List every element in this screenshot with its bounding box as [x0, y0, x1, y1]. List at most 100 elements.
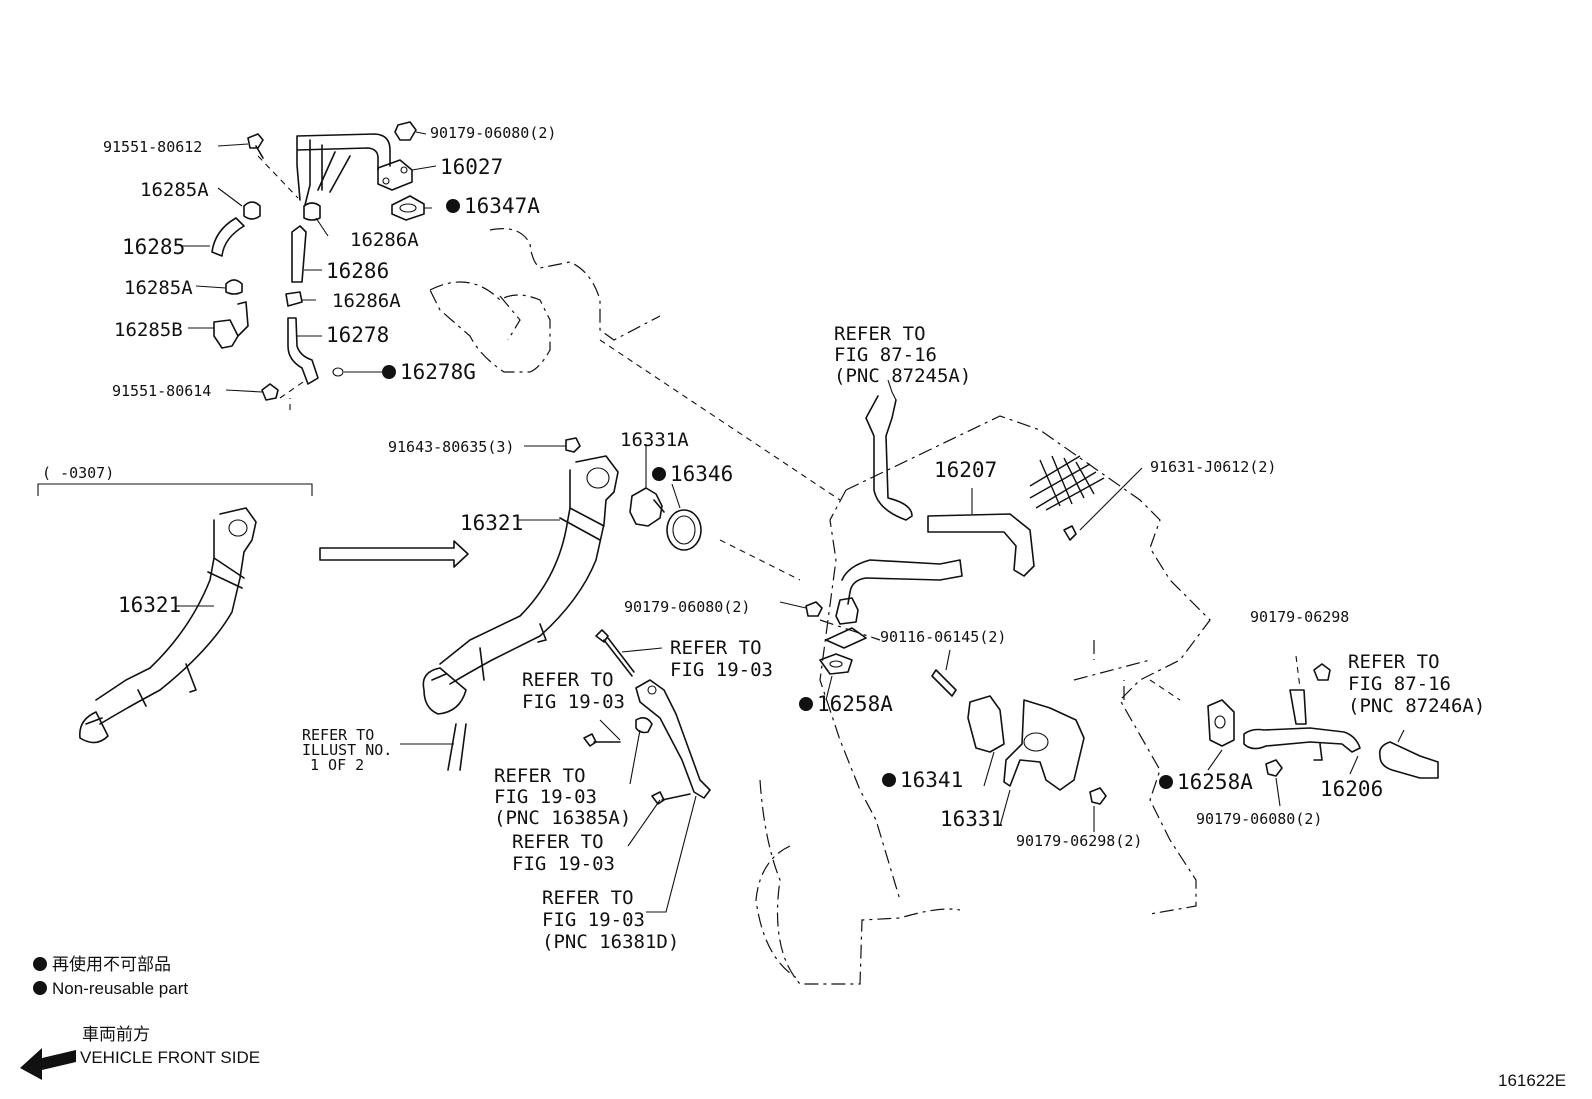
- label-16286a-top: 16286A: [350, 229, 419, 251]
- label-16206: 16206: [1320, 777, 1383, 801]
- non-reusable-dot: [652, 467, 666, 481]
- label-refer-19-03-d-1: REFER TO: [512, 831, 604, 853]
- pipe-16278: [287, 317, 319, 385]
- label-16027: 16027: [440, 155, 503, 179]
- gasket-16346: [666, 509, 702, 551]
- legend: 再使用不可部品 Non-reusable part: [33, 954, 188, 998]
- label-91551-80614: 91551-80614: [112, 382, 211, 400]
- non-reusable-dot: [799, 697, 813, 711]
- engine-ghost-upper: [429, 228, 841, 581]
- label-90179-06080-mid: 90179-06080(2): [624, 598, 750, 616]
- hatch-area: [1029, 455, 1105, 511]
- label-refer-19-03-e-3: (PNC 16381D): [542, 931, 679, 953]
- pipe-16027-drawing: [296, 133, 391, 206]
- label-90116: 90116-06145(2): [880, 628, 1006, 646]
- nut-90179-06298-right: [1313, 663, 1331, 681]
- bracket-16385a: [635, 679, 711, 799]
- engine-block: [755, 415, 1211, 985]
- clamp-16286a-mid: [285, 291, 303, 307]
- label-16285a-top: 16285A: [140, 179, 209, 201]
- legend-en: Non-reusable part: [52, 979, 188, 998]
- bolt-91551-80612: [247, 133, 264, 159]
- stud-90116: [931, 669, 957, 697]
- clamp-small: [635, 716, 653, 734]
- label-91551-80612: 91551-80612: [103, 138, 202, 156]
- label-90179-06298-bottom: 90179-06298(2): [1016, 832, 1142, 850]
- front-jp: 車両前方: [82, 1025, 150, 1044]
- label-91643: 91643-80635(3): [388, 438, 514, 456]
- bracket-group: [583, 629, 711, 913]
- hose-87246a: [1378, 741, 1439, 779]
- bolt-19-03-d: [651, 791, 691, 805]
- label-16278: 16278: [326, 323, 389, 347]
- hose-16285: [211, 217, 245, 257]
- hose-87245a: [865, 395, 913, 521]
- legend-dot-jp: [33, 957, 47, 971]
- bolt-91551-80614: [261, 383, 279, 401]
- label-16285: 16285: [122, 235, 185, 259]
- gasket-16341: [967, 695, 1005, 753]
- label-refer-19-03-e-1: REFER TO: [542, 887, 634, 909]
- gasket-16258a-mid: [819, 653, 853, 675]
- label-refer-87-16-a-1: REFER TO: [834, 323, 926, 345]
- pipe-16321-right-drawing: [422, 455, 619, 715]
- water-outlet-16331: [1003, 699, 1085, 791]
- label-refer-19-03-a-1: REFER TO: [670, 637, 762, 659]
- pipe-end-16207: [825, 597, 867, 649]
- range-bracket: [37, 483, 313, 496]
- label-refer-87-16-b-1: REFER TO: [1348, 651, 1440, 673]
- label-16285b: 16285B: [114, 319, 183, 341]
- label-16341: 16341: [900, 768, 963, 792]
- label-16286: 16286: [326, 259, 389, 283]
- label-16331: 16331: [940, 807, 1003, 831]
- label-16258a-mid: 16258A: [817, 692, 893, 716]
- label-16347a: 16347A: [464, 194, 540, 218]
- bolt-19-03-b: [583, 733, 621, 747]
- label-refer-87-16-b-3: (PNC 87246A): [1348, 695, 1485, 717]
- clamp-16285a-top: [243, 201, 261, 220]
- label-16321-right: 16321: [460, 511, 523, 535]
- label-16286a-mid: 16286A: [332, 290, 401, 312]
- engine-outline: [755, 415, 1211, 985]
- pipe-16321-right-group: [400, 437, 702, 771]
- o-ring-16278g: [332, 367, 344, 377]
- legend-jp: 再使用不可部品: [52, 954, 171, 974]
- label-16321-left: 16321: [118, 593, 181, 617]
- nut-90179-mid: [805, 601, 823, 617]
- pipe-16206: [1243, 689, 1361, 761]
- label-refer-illust-1: REFER TO: [302, 726, 374, 744]
- bolt-long: [595, 629, 635, 677]
- legend-dot-en: [33, 981, 47, 995]
- label-refer-87-16-b-2: FIG 87-16: [1348, 673, 1451, 695]
- label-refer-19-03-a-2: FIG 19-03: [670, 659, 773, 681]
- bypass-pipe-group: [182, 121, 437, 410]
- label-91631: 91631-J0612(2): [1150, 458, 1276, 476]
- non-reusable-dot: [1159, 775, 1173, 789]
- label-refer-19-03-e-2: FIG 19-03: [542, 909, 645, 931]
- thermostat-16331a: [629, 487, 665, 527]
- label-refer-19-03-c-2: FIG 19-03: [494, 786, 597, 808]
- gasket-16347a: [391, 195, 425, 221]
- pipe-16207: [841, 513, 1035, 605]
- non-reusable-dot: [446, 199, 460, 213]
- label-16207: 16207: [934, 458, 997, 482]
- label-range: ( -0307): [42, 464, 114, 482]
- flange-16027: [377, 159, 413, 191]
- nut-90179-06080-bottom: [1265, 759, 1283, 777]
- label-16285a-mid: 16285A: [124, 277, 193, 299]
- label-90179-06080-top: 90179-06080(2): [430, 124, 556, 142]
- bolt-91643: [565, 437, 581, 453]
- label-refer-illust-2: ILLUST NO.: [302, 741, 392, 759]
- label-refer-19-03-d-2: FIG 19-03: [512, 853, 615, 875]
- variant-arrow: [319, 540, 469, 568]
- label-refer-19-03-c-1: REFER TO: [494, 765, 586, 787]
- label-refer-illust-3: 1 OF 2: [310, 756, 364, 774]
- non-reusable-dot: [382, 365, 396, 379]
- label-refer-87-16-a-2: FIG 87-16: [834, 344, 937, 366]
- label-16331a: 16331A: [620, 429, 689, 451]
- clamp-16285a-mid: [225, 279, 243, 295]
- hose-16286: [291, 225, 307, 283]
- nut-90179-06298-bottom: [1089, 787, 1107, 805]
- pipe-16321-left-group: [37, 483, 313, 744]
